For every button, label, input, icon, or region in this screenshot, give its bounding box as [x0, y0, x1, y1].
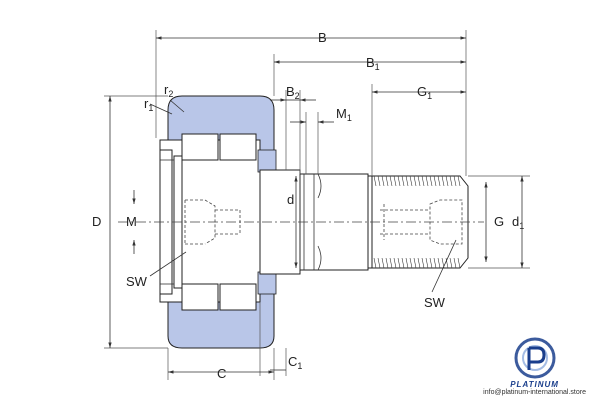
label-C: C — [217, 366, 226, 381]
label-B2: B2 — [286, 84, 300, 101]
thread-mark — [381, 175, 385, 187]
thread-mark — [449, 175, 453, 187]
platinum-logo-icon — [505, 336, 565, 380]
roller-assembly — [159, 133, 277, 311]
thread-mark — [397, 175, 401, 187]
label-G1: G1 — [417, 84, 432, 101]
stud — [259, 169, 469, 275]
thread-mark — [409, 257, 413, 269]
label-C1: C1 — [288, 354, 302, 371]
label-d: d — [287, 192, 294, 207]
thread-mark — [429, 257, 433, 269]
thread-mark — [433, 175, 437, 187]
thread-mark — [401, 257, 405, 269]
thread-marks — [373, 175, 461, 269]
label-D: D — [92, 214, 101, 229]
thread-mark — [385, 257, 389, 269]
thread-mark — [417, 257, 421, 269]
thread-mark — [425, 175, 429, 187]
thread-mark — [377, 175, 381, 187]
brand-url[interactable]: info@platinum-international.store — [483, 389, 586, 396]
label-G: G — [494, 214, 504, 229]
thread-mark — [417, 175, 421, 187]
thread-mark — [425, 257, 429, 269]
thread-mark — [401, 175, 405, 187]
label-r2: r2 — [164, 82, 173, 99]
thread-mark — [457, 175, 461, 187]
thread-mark — [397, 257, 401, 269]
thread-mark — [389, 175, 393, 187]
label-B1: B1 — [366, 55, 380, 72]
brand-name: PLATINUM — [510, 380, 559, 389]
thread-mark — [457, 257, 461, 269]
extension-lines — [104, 30, 530, 380]
thread-mark — [373, 257, 377, 269]
brand-watermark: PLATINUM info@platinum-international.sto… — [483, 336, 586, 396]
dimension-lines — [108, 36, 524, 374]
label-M: M — [126, 214, 137, 229]
thread-mark — [389, 257, 393, 269]
thread-mark — [441, 175, 445, 187]
thread-mark — [385, 175, 389, 187]
label-SW-left: SW — [126, 274, 148, 289]
thread-mark — [437, 175, 441, 187]
label-r1: r1 — [144, 96, 153, 113]
thread-mark — [405, 175, 409, 187]
thread-mark — [393, 257, 397, 269]
label-d1: d1 — [512, 214, 524, 231]
thread-mark — [405, 257, 409, 269]
thread-mark — [453, 175, 457, 187]
thread-mark — [373, 175, 377, 187]
thread-mark — [377, 257, 381, 269]
thread-mark — [409, 175, 413, 187]
thread-mark — [421, 257, 425, 269]
thread-mark — [445, 257, 449, 269]
thread-mark — [453, 257, 457, 269]
label-B: B — [318, 30, 327, 45]
thread-mark — [437, 257, 441, 269]
thread-mark — [413, 257, 417, 269]
thread-mark — [445, 175, 449, 187]
thread-mark — [381, 257, 385, 269]
thread-mark — [393, 175, 397, 187]
thread-mark — [421, 175, 425, 187]
thread-mark — [413, 175, 417, 187]
thread-mark — [429, 175, 433, 187]
thread-mark — [449, 257, 453, 269]
label-SW-right: SW — [424, 295, 446, 310]
thread-mark — [433, 257, 437, 269]
label-M1: M1 — [336, 106, 352, 123]
